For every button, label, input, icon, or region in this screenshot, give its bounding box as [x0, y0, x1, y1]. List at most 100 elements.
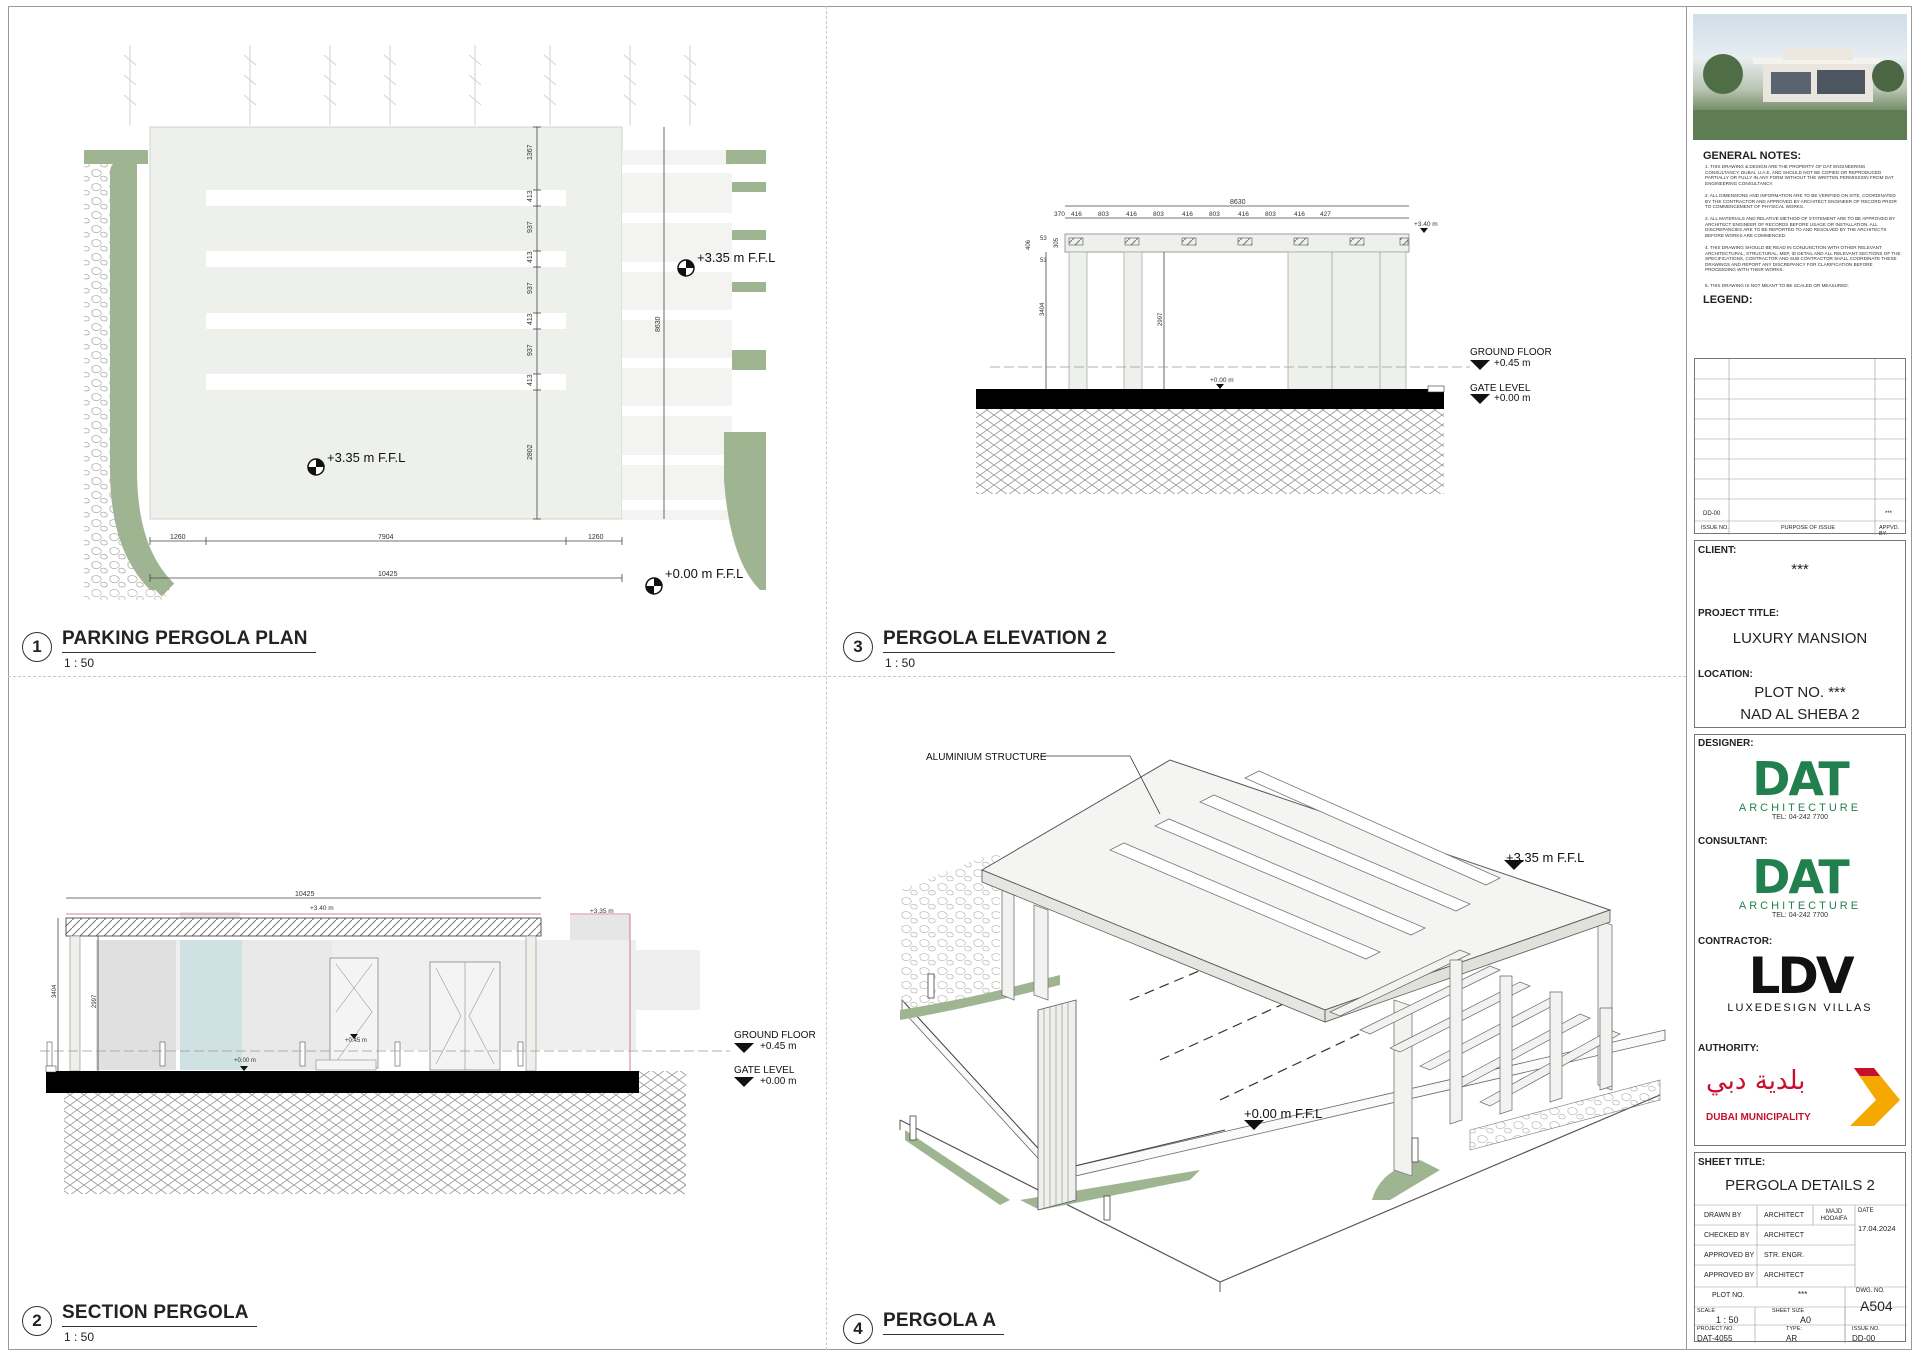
issue-header-no: ISSUE NO.: [1701, 525, 1729, 531]
contractor-logo: LDV LUXEDESIGN VILLAS: [1693, 950, 1907, 1014]
dat-logo-tel: TEL: 04-242 7700: [1771, 912, 1829, 919]
issue-row-approved: ***: [1885, 511, 1893, 517]
dat-logo-tel: TEL: 04-242 7700: [1771, 814, 1829, 821]
date-label: DATE: [1858, 1208, 1874, 1214]
plan-view: 1367 413 937 413 937 413 937 413 2802 86…: [84, 45, 775, 600]
elev-seg-7: 416: [1238, 211, 1249, 218]
consultant-label: CONSULTANT:: [1698, 836, 1768, 847]
checked-by-label: CHECKED BY: [1704, 1232, 1750, 1239]
general-notes-title: GENERAL NOTES:: [1703, 150, 1802, 162]
issue-header-approved: APPVD. BY.: [1879, 525, 1900, 537]
view-name: PERGOLA A: [883, 1310, 1005, 1335]
sheet-title-value: PERGOLA DETAILS 2: [1725, 1177, 1875, 1194]
type-value: AR: [1786, 1334, 1798, 1343]
elev-gate-level-value: +0.00 m: [1494, 393, 1530, 404]
sheet-border: [8, 6, 1912, 1350]
elev-seg-6: 803: [1209, 211, 1220, 218]
elev-ground-mark: +0.00 m: [1210, 377, 1234, 384]
issue-table: DD-00 *** ISSUE NO. PURPOSE OF ISSUE APP…: [1694, 358, 1907, 537]
project-no-value: DAT-4055: [1697, 1334, 1733, 1343]
issue-no-label: ISSUE NO.: [1852, 1326, 1880, 1332]
type-label: TYPE:: [1786, 1326, 1802, 1332]
plan-dim-v-4: 937: [527, 282, 534, 294]
section-height-clear: 2997: [92, 994, 98, 1008]
note-5: 5. THIS DRAWING IS NOT MEANT TO BE SCALE…: [1705, 283, 1849, 288]
plan-dim-v-6: 937: [527, 344, 534, 356]
view-divider-horizontal: [8, 676, 1686, 677]
note-4: 4. THIS DRAWING SHOULD BE READ IN CONJUN…: [1705, 245, 1901, 273]
view-title-4: 4 PERGOLA A: [843, 1310, 1005, 1344]
iso-callout: ALUMINIUM STRUCTURE: [926, 752, 1047, 763]
view-scale: 1 : 50: [885, 656, 916, 670]
elev-ground-floor-label: GROUND FLOOR: [1470, 347, 1552, 358]
plan-dim-h-2: 1260: [588, 534, 604, 541]
client-value: ***: [1791, 561, 1809, 578]
ldv-logo-mark: LDV: [1748, 947, 1854, 1005]
scale-label: SCALE: [1697, 1308, 1716, 1314]
elev-seg-1: 416: [1071, 211, 1082, 218]
elev-seg-8: 803: [1265, 211, 1276, 218]
iso-level-top: +3.35 m F.F.L: [1506, 850, 1584, 865]
dat-logo-sub: ARCHITECTURE: [1738, 802, 1862, 814]
parties-box: [1694, 734, 1906, 1146]
plan-dim-v-0: 1367: [527, 144, 534, 160]
dm-english: DUBAI MUNICIPALITY: [1706, 1112, 1811, 1123]
legend-title: LEGEND:: [1703, 294, 1753, 306]
location-line-1: PLOT NO. ***: [1754, 684, 1846, 701]
issue-row-no: DD-00: [1703, 511, 1721, 517]
note-1: 1. THIS DRAWING & DESIGN ARE THE PROPERT…: [1705, 164, 1894, 186]
elev-beam-dim-2: 53: [1040, 236, 1047, 242]
section-dim-overall: 10425: [295, 891, 315, 898]
issue-header-purpose: PURPOSE OF ISSUE: [1781, 525, 1836, 531]
dat-logo-sub: ARCHITECTURE: [1738, 900, 1862, 912]
plan-level-center: +3.35 m F.F.L: [327, 450, 405, 465]
location-line-2: NAD AL SHEBA 2: [1740, 706, 1860, 723]
view-number-badge: 1: [22, 632, 52, 662]
sheet-size-label: SHEET SIZE: [1772, 1308, 1804, 1314]
approved-by-value-2: ARCHITECT: [1764, 1272, 1805, 1279]
elev-ground-floor-value: +0.45 m: [1494, 358, 1530, 369]
designer-label: DESIGNER:: [1698, 738, 1754, 749]
location-label: LOCATION:: [1698, 669, 1753, 680]
project-no-label: PROJECT NO.: [1697, 1326, 1734, 1332]
iso-level-ground: +0.00 m F.F.L: [1244, 1106, 1322, 1121]
consultant-logo: DAT ARCHITECTURE TEL: 04-242 7700: [1693, 854, 1907, 919]
elev-seg-3: 416: [1126, 211, 1137, 218]
title-block-border: [1686, 6, 1687, 1350]
client-label: CLIENT:: [1698, 545, 1737, 556]
elev-seg-2: 803: [1098, 211, 1109, 218]
plan-dim-v-2: 937: [527, 221, 534, 233]
isometric-view: ALUMINIUM STRUCTURE +3.35 m F.F.L +0.00 …: [899, 752, 1666, 1292]
note-3: 3. ALL MATERIALS AND RELATIVE METHOD OF …: [1705, 216, 1896, 238]
section-height-total: 3404: [52, 984, 58, 998]
dat-logo-mark: DAT: [1752, 850, 1850, 904]
plan-dim-overall-h: 10425: [378, 571, 398, 578]
plot-no-value: ***: [1798, 1290, 1808, 1299]
approved-by-label-1: APPROVED BY: [1704, 1252, 1755, 1259]
view-name: PERGOLA ELEVATION 2: [883, 628, 1116, 653]
designer-logo: DAT ARCHITECTURE TEL: 04-242 7700: [1693, 756, 1907, 821]
plan-dim-v-3: 413: [527, 251, 534, 263]
view-number-badge: 2: [22, 1306, 52, 1336]
elev-seg-0: 370: [1054, 211, 1065, 218]
section-mid-level: +0.45 m: [345, 1038, 367, 1044]
sheet-title-label: SHEET TITLE:: [1698, 1157, 1766, 1168]
elev-height-total: 3404: [1040, 302, 1046, 316]
approved-by-value-1: STR. ENGR.: [1764, 1252, 1805, 1259]
view-scale: 1 : 50: [64, 1330, 95, 1344]
dwg-no-value: A504: [1860, 1298, 1893, 1314]
scale-value: 1 : 50: [1716, 1315, 1739, 1325]
checked-by-value: ARCHITECT: [1764, 1232, 1805, 1239]
plan-level-top: +3.35 m F.F.L: [697, 250, 775, 265]
elev-gate-level-label: GATE LEVEL: [1470, 383, 1531, 394]
note-2: 2. ALL DIMENSIONS AND INFORMATION ARE TO…: [1705, 193, 1897, 210]
sheet-info-box: [1694, 1152, 1907, 1343]
plan-level-ground: +0.00 m F.F.L: [665, 566, 743, 581]
elev-beam-dim-3: 53: [1040, 258, 1047, 264]
project-render-image: [1693, 14, 1907, 140]
dm-emblem-icon: [1850, 1068, 1900, 1126]
section-gate-level-label: GATE LEVEL: [734, 1065, 795, 1076]
